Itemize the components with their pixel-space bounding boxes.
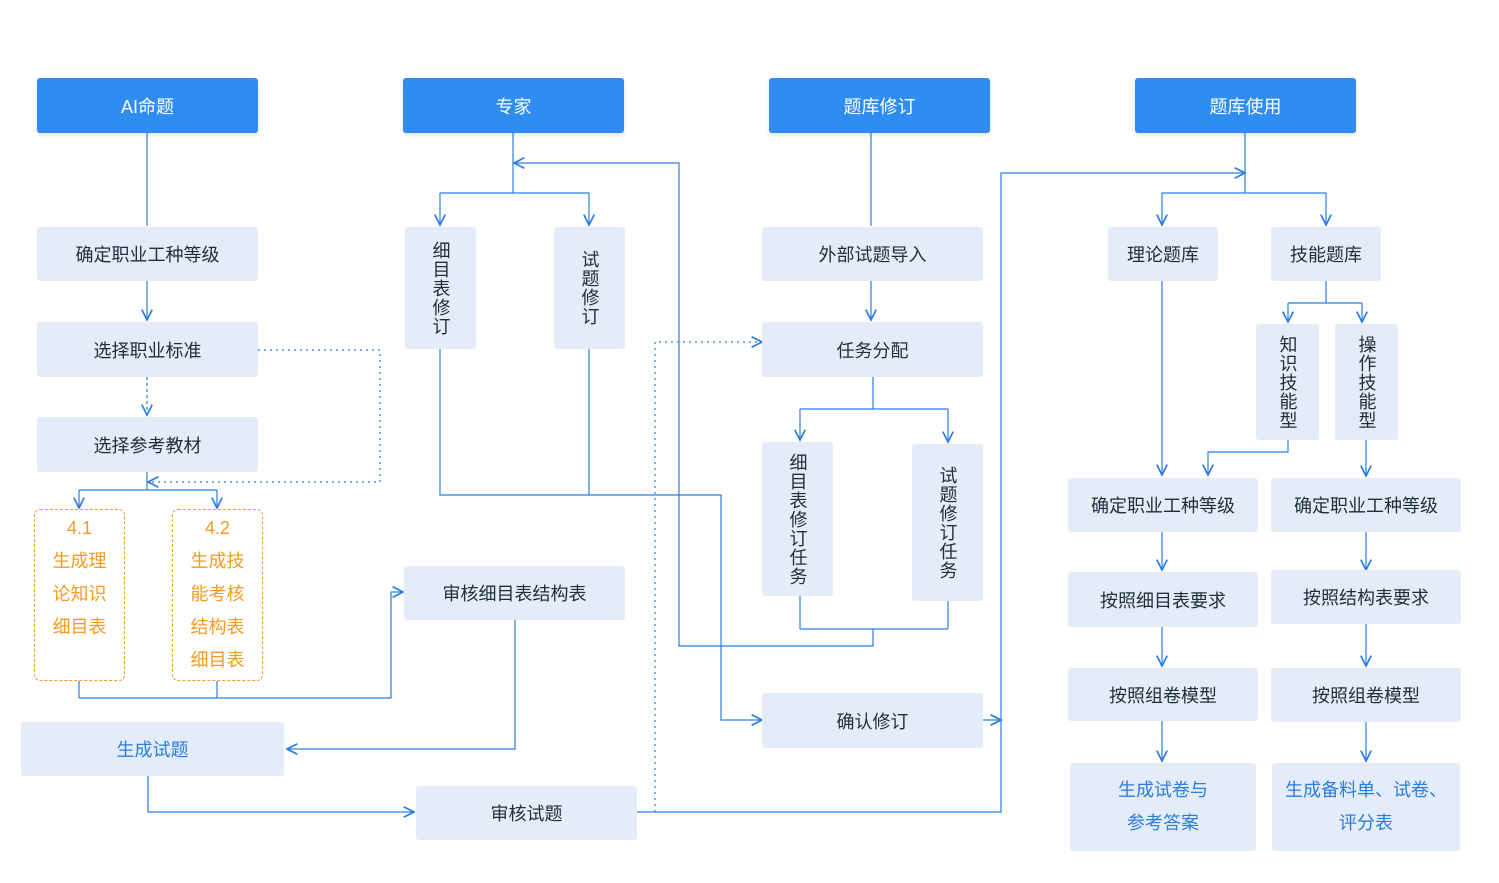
arrow-review-to-generate bbox=[287, 620, 516, 749]
node-by-detail-table: 按照细目表要求 bbox=[1068, 572, 1258, 627]
node-review-questions: 审核试题 bbox=[416, 786, 637, 840]
node-gen-materials: 生成备料单、试卷、 评分表 bbox=[1272, 763, 1460, 851]
gen-skill-text: 4.2 生成技 能考核 结构表 细目表 bbox=[190, 518, 245, 670]
node-external-import: 外部试题导入 bbox=[762, 227, 983, 281]
header-expert: 专家 bbox=[403, 78, 624, 133]
arrow-knowledge-to-level bbox=[1208, 440, 1289, 475]
arrow-generate-to-review-questions bbox=[147, 776, 414, 812]
node-gen-theory-table: 4.1 生成理 论知识 细目表 bbox=[34, 509, 125, 681]
node-select-material: 选择参考教材 bbox=[37, 417, 258, 472]
node-determine-level: 确定职业工种等级 bbox=[37, 227, 258, 281]
node-gen-paper-answers: 生成试卷与 参考答案 bbox=[1070, 763, 1256, 851]
node-by-structure-table: 按照结构表要求 bbox=[1271, 570, 1461, 624]
node-task-assign: 任务分配 bbox=[762, 322, 983, 377]
node-question-task: 试题修订任务 bbox=[912, 444, 983, 601]
node-knowledge-skill: 知识技能型 bbox=[1256, 324, 1319, 440]
arrow-expert-to-confirm bbox=[439, 349, 762, 720]
header-ai: AI命题 bbox=[37, 78, 258, 133]
node-gen-skill-table: 4.2 生成技 能考核 结构表 细目表 bbox=[172, 509, 263, 681]
node-right-determine-level: 确定职业工种等级 bbox=[1271, 478, 1461, 532]
header-usage: 题库使用 bbox=[1135, 78, 1356, 133]
node-left-by-model: 按照组卷模型 bbox=[1068, 668, 1258, 721]
dotted-review-to-task bbox=[654, 342, 762, 812]
node-review-structure: 审核细目表结构表 bbox=[404, 566, 625, 620]
node-detail-table-task: 细目表修订任务 bbox=[762, 442, 833, 596]
arrow-to-review-structure bbox=[79, 592, 403, 699]
node-theory-bank: 理论题库 bbox=[1108, 227, 1218, 281]
node-confirm-revise: 确认修订 bbox=[762, 693, 983, 748]
gen-theory-text: 4.1 生成理 论知识 细目表 bbox=[52, 518, 107, 637]
node-generate-questions: 生成试题 bbox=[21, 722, 284, 776]
arrow-revision-back-to-expert bbox=[514, 163, 874, 647]
node-question-revise: 试题修订 bbox=[554, 227, 625, 349]
node-select-standard: 选择职业标准 bbox=[37, 322, 258, 377]
node-detail-table-revise: 细目表修订 bbox=[405, 227, 476, 349]
header-revision: 题库修订 bbox=[769, 78, 990, 133]
node-right-by-model: 按照组卷模型 bbox=[1271, 668, 1461, 722]
node-left-determine-level: 确定职业工种等级 bbox=[1068, 478, 1258, 532]
node-operation-skill: 操作技能型 bbox=[1335, 324, 1398, 440]
arrow-review-to-usage bbox=[637, 173, 1245, 813]
node-skill-bank: 技能题库 bbox=[1271, 227, 1381, 281]
dotted-standard-to-split bbox=[148, 349, 381, 482]
